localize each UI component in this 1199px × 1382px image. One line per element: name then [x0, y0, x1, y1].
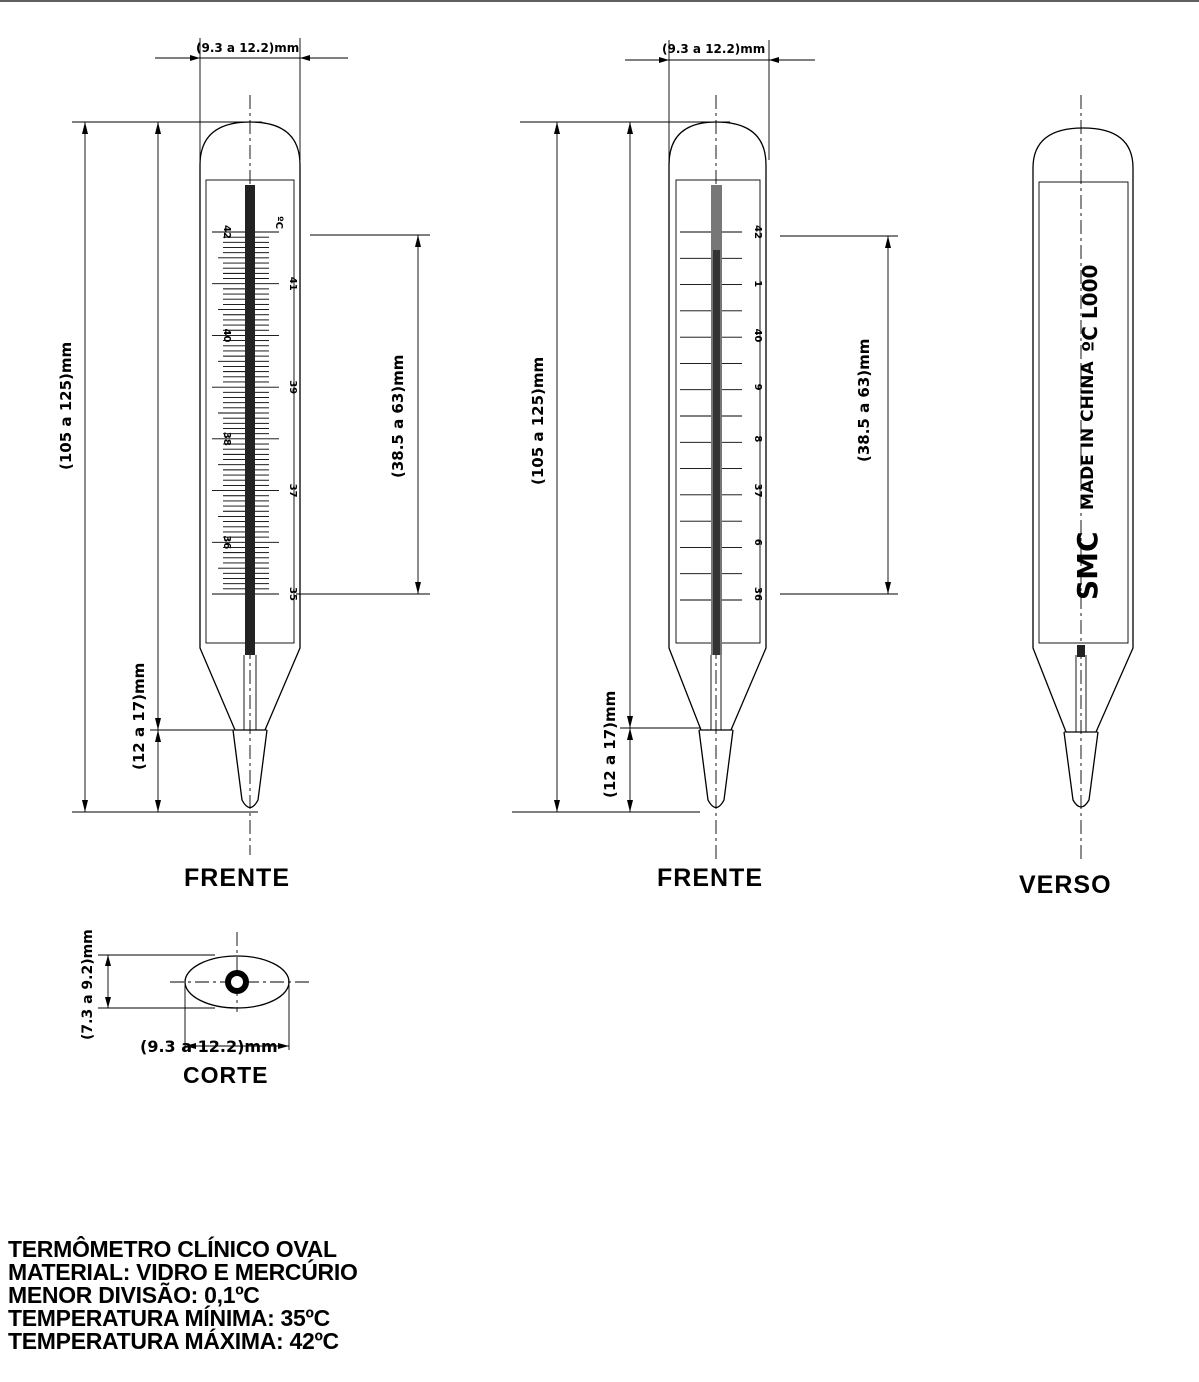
code-label: ºC L000 — [1078, 265, 1102, 352]
scale-number: 41 — [287, 277, 298, 291]
length-dimension-label: (105 a 125)mm — [57, 342, 75, 470]
view-label-front-1: FRENTE — [184, 864, 290, 892]
scale-number: 40 — [752, 328, 763, 342]
scale-number: 37 — [287, 484, 298, 498]
spec-line-material: MATERIAL: VIDRO E MERCÚRIO — [8, 1259, 358, 1285]
bulb-dimension-label: (12 a 17)mm — [130, 663, 148, 770]
scale-number: 35 — [287, 587, 298, 601]
scale-dimension-label-2: (38.5 a 63)mm — [855, 339, 873, 462]
bulb-dimension-label-2: (12 a 17)mm — [601, 691, 619, 798]
scale-ticks-1 — [212, 231, 279, 595]
width-dimension-label-2: (9.3 a 12.2)mm — [662, 42, 765, 56]
back-view: SMC MADE IN CHINA ºC L000 — [1032, 95, 1134, 860]
scale-number: 37 — [752, 484, 763, 498]
celsius-unit: ºC — [273, 216, 284, 229]
origin-label: MADE IN CHINA — [1078, 361, 1098, 510]
specifications-block: TERMÔMETRO CLÍNICO OVAL MATERIAL: VIDRO … — [8, 1238, 358, 1353]
section-ellipse — [184, 955, 290, 1009]
scale-number: 36 — [752, 587, 763, 601]
spec-line-division: MENOR DIVISÃO: 0,1ºC — [8, 1282, 260, 1308]
thermometer-tip-back — [1063, 731, 1099, 808]
section-view: (7.3 a 9.2)mm (9.3 a 12.2)mm — [80, 929, 310, 1056]
spec-line-title: TERMÔMETRO CLÍNICO OVAL — [8, 1236, 337, 1262]
scale-number: 6 — [752, 539, 763, 546]
scale-number: 40 — [221, 328, 232, 342]
view-label-section: CORTE — [183, 1062, 269, 1088]
spec-line-min-temp: TEMPERATURA MÍNIMA: 35ºC — [8, 1305, 330, 1331]
view-label-back: VERSO — [1019, 871, 1112, 899]
width-dimension-label: (9.3 a 12.2)mm — [196, 41, 299, 55]
thermometer-body — [199, 121, 301, 731]
scale-ticks-2 — [680, 231, 742, 601]
scale-number: 8 — [752, 435, 763, 442]
back-plate — [1038, 181, 1129, 644]
brand-label: SMC — [1071, 531, 1104, 600]
view-label-front-2: FRENTE — [657, 864, 763, 892]
scale-number: 9 — [752, 384, 763, 391]
scale-number: 42 — [752, 225, 763, 239]
scale-dimension-label: (38.5 a 63)mm — [389, 355, 407, 478]
scale-number: 36 — [221, 535, 232, 549]
section-height-label: (7.3 a 9.2)mm — [80, 929, 96, 1040]
section-width-label: (9.3 a 12.2)mm — [140, 1037, 278, 1056]
thermometer-body-2 — [668, 121, 767, 731]
scale-numbers-2: 42 1 40 9 8 37 6 36 — [752, 225, 763, 601]
thermometer-tip — [232, 729, 268, 809]
scale-number: 39 — [287, 380, 298, 394]
thermometer-tip-2 — [698, 729, 734, 809]
front-view-2: (9.3 a 12.2)mm 42 1 40 9 8 37 6 36 (105 a 125)m… — [512, 40, 898, 860]
thermometer-body-back — [1032, 127, 1134, 733]
scale-number: 1 — [752, 280, 763, 287]
spec-line-max-temp: TEMPERATURA MÁXIMA: 42ºC — [8, 1328, 339, 1354]
scale-numbers-1: 42 41 40 39 38 37 36 35 — [221, 225, 298, 601]
mercury-column — [245, 185, 255, 655]
scale-number: 42 — [221, 225, 232, 239]
scale-number: 38 — [221, 432, 232, 446]
front-view-1: (9.3 a 12.2)mm 42 41 40 39 38 37 36 35 ºC (105 … — [57, 38, 430, 855]
length-dimension-label-2: (105 a 125)mm — [529, 357, 547, 485]
